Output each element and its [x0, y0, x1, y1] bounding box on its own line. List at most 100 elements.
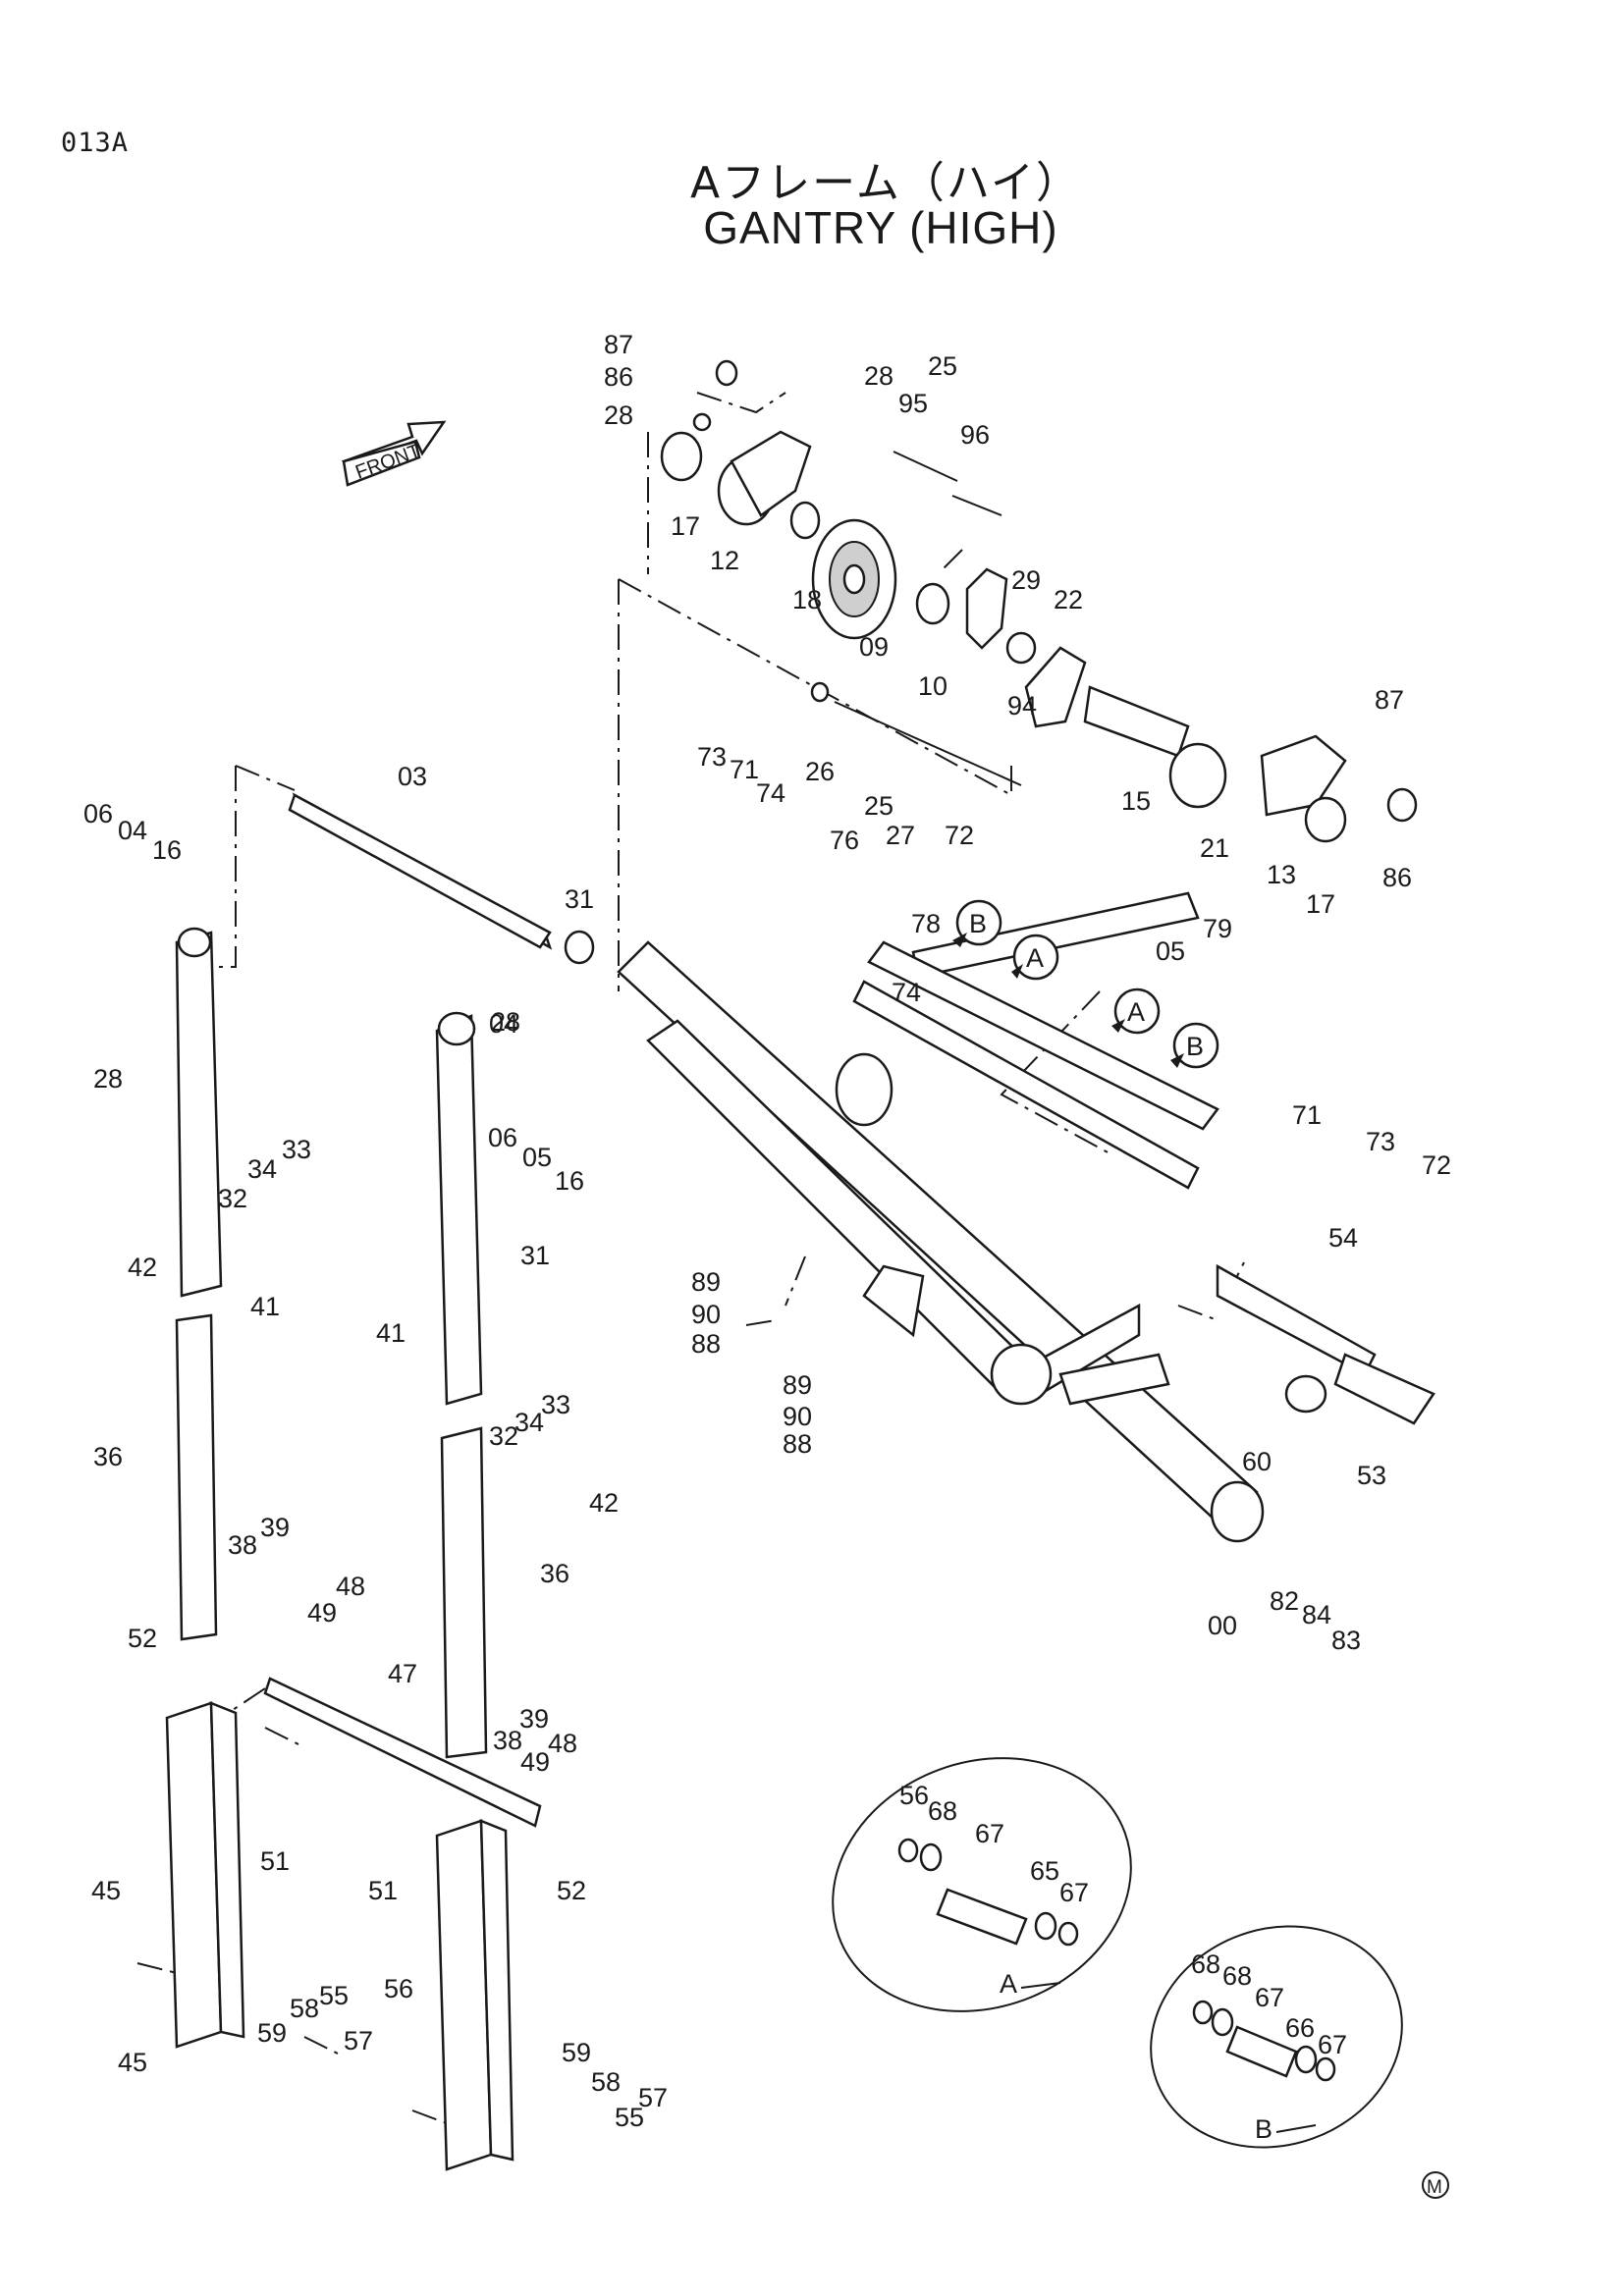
section-callout-B-lower: B: [1170, 1022, 1219, 1069]
part-label-68: 68: [1222, 1961, 1252, 1991]
part-label-10: 10: [918, 671, 947, 701]
part-label-45: 45: [91, 1876, 121, 1905]
part-label-90: 90: [691, 1300, 721, 1329]
part-label-68: 68: [1191, 1949, 1220, 1979]
maker-mark-letter: M: [1427, 2177, 1442, 2198]
part-label-56: 56: [384, 1974, 413, 2003]
part-label-89: 89: [783, 1370, 812, 1400]
part-label-25: 25: [864, 791, 893, 821]
part-label-05: 05: [1156, 936, 1185, 966]
part-label-03: 03: [398, 762, 427, 791]
part-label-13: 13: [1267, 860, 1296, 889]
part-label-45: 45: [118, 2048, 147, 2077]
part-label-67: 67: [1255, 1983, 1284, 2012]
assembly-guide-lines: [136, 392, 1248, 2126]
part-label-72: 72: [1422, 1150, 1451, 1180]
part-label-42: 42: [128, 1253, 157, 1282]
part-label-41: 41: [376, 1318, 406, 1348]
detail-oval-B: [1150, 1925, 1403, 2149]
part-label-79: 79: [1203, 914, 1232, 943]
section-callout-B-upper: B: [952, 899, 1002, 947]
front-arrow-icon: FRONT: [341, 420, 447, 487]
part-label-58: 58: [290, 1994, 319, 2023]
section-callout-A-lower: A: [1111, 988, 1161, 1035]
part-label-04: 04: [489, 1009, 518, 1039]
part-label-36: 36: [93, 1442, 123, 1471]
part-label-09: 09: [859, 632, 889, 662]
part-label-59: 59: [257, 2018, 287, 2048]
section-label-A-upper: A: [1026, 943, 1044, 973]
part-label-58: 58: [591, 2067, 621, 2097]
part-label-51: 51: [368, 1876, 398, 1905]
part-label-52: 52: [557, 1876, 586, 1905]
part-label-28: 28: [491, 1007, 520, 1037]
part-label-28: 28: [864, 361, 893, 391]
part-label-90: 90: [783, 1402, 812, 1431]
part-label-17: 17: [671, 511, 700, 541]
part-label-57: 57: [638, 2083, 668, 2112]
part-number-labels: 8786281712182895259609109429221521131787…: [83, 330, 1451, 2132]
section-label-B-upper: B: [969, 909, 987, 938]
part-label-05: 05: [522, 1143, 552, 1172]
part-label-60: 60: [1242, 1447, 1272, 1476]
part-label-96: 96: [960, 420, 990, 450]
title-english: GANTRY (HIGH): [703, 202, 1058, 253]
plate-36-left: [175, 1313, 218, 1641]
part-label-78: 78: [911, 909, 941, 938]
bar-47: [263, 1677, 542, 1828]
part-label-68: 68: [928, 1796, 957, 1826]
part-label-74: 74: [892, 978, 921, 1007]
part-label-42: 42: [589, 1488, 619, 1518]
part-label-17: 17: [1306, 889, 1335, 919]
part-label-84: 84: [1302, 1600, 1331, 1629]
part-label-57: 57: [344, 2026, 373, 2056]
part-label-67: 67: [1318, 2030, 1347, 2059]
part-label-33: 33: [282, 1135, 311, 1164]
section-callout-A-upper: A: [1011, 934, 1059, 981]
part-label-76: 76: [830, 826, 859, 855]
detail-label-B: B: [1255, 2114, 1272, 2144]
plate-45-center: [435, 1819, 514, 2171]
maker-mark-icon: M: [1422, 2171, 1449, 2199]
part-label-71: 71: [730, 755, 759, 784]
part-label-74: 74: [756, 778, 785, 808]
part-label-31: 31: [565, 884, 594, 914]
pin-03: [288, 793, 552, 949]
part-label-41: 41: [250, 1292, 280, 1321]
part-label-89: 89: [691, 1267, 721, 1297]
part-label-48: 48: [548, 1729, 577, 1758]
part-label-67: 67: [1059, 1878, 1089, 1907]
plate-36-center: [440, 1426, 488, 1759]
title-japanese: Aフレーム（ハイ）: [690, 158, 1081, 208]
gantry-main-frame: [292, 792, 1435, 1543]
plate-45-left: [165, 1701, 245, 2049]
part-label-28: 28: [604, 400, 633, 430]
part-label-72: 72: [945, 821, 974, 850]
part-label-65: 65: [1030, 1856, 1059, 1886]
part-label-73: 73: [697, 742, 727, 772]
part-label-86: 86: [1382, 863, 1412, 892]
part-label-18: 18: [792, 585, 822, 614]
part-label-21: 21: [1200, 833, 1229, 863]
part-label-16: 16: [555, 1166, 584, 1196]
part-label-83: 83: [1331, 1626, 1361, 1655]
part-label-51: 51: [260, 1846, 290, 1876]
part-label-06: 06: [488, 1123, 517, 1152]
part-label-73: 73: [1366, 1127, 1395, 1156]
part-label-33: 33: [541, 1390, 570, 1419]
part-label-34: 34: [514, 1408, 544, 1437]
part-label-36: 36: [540, 1559, 569, 1588]
part-label-26: 26: [805, 757, 835, 786]
part-label-54: 54: [1328, 1223, 1358, 1253]
section-label-A-lower: A: [1127, 997, 1145, 1027]
part-label-32: 32: [489, 1421, 518, 1451]
part-label-88: 88: [691, 1329, 721, 1359]
part-label-28: 28: [93, 1064, 123, 1094]
part-label-39: 39: [519, 1704, 549, 1734]
part-label-15: 15: [1121, 786, 1151, 816]
part-label-88: 88: [783, 1429, 812, 1459]
part-label-55: 55: [615, 2103, 644, 2132]
part-label-67: 67: [975, 1819, 1004, 1848]
part-label-95: 95: [898, 389, 928, 418]
